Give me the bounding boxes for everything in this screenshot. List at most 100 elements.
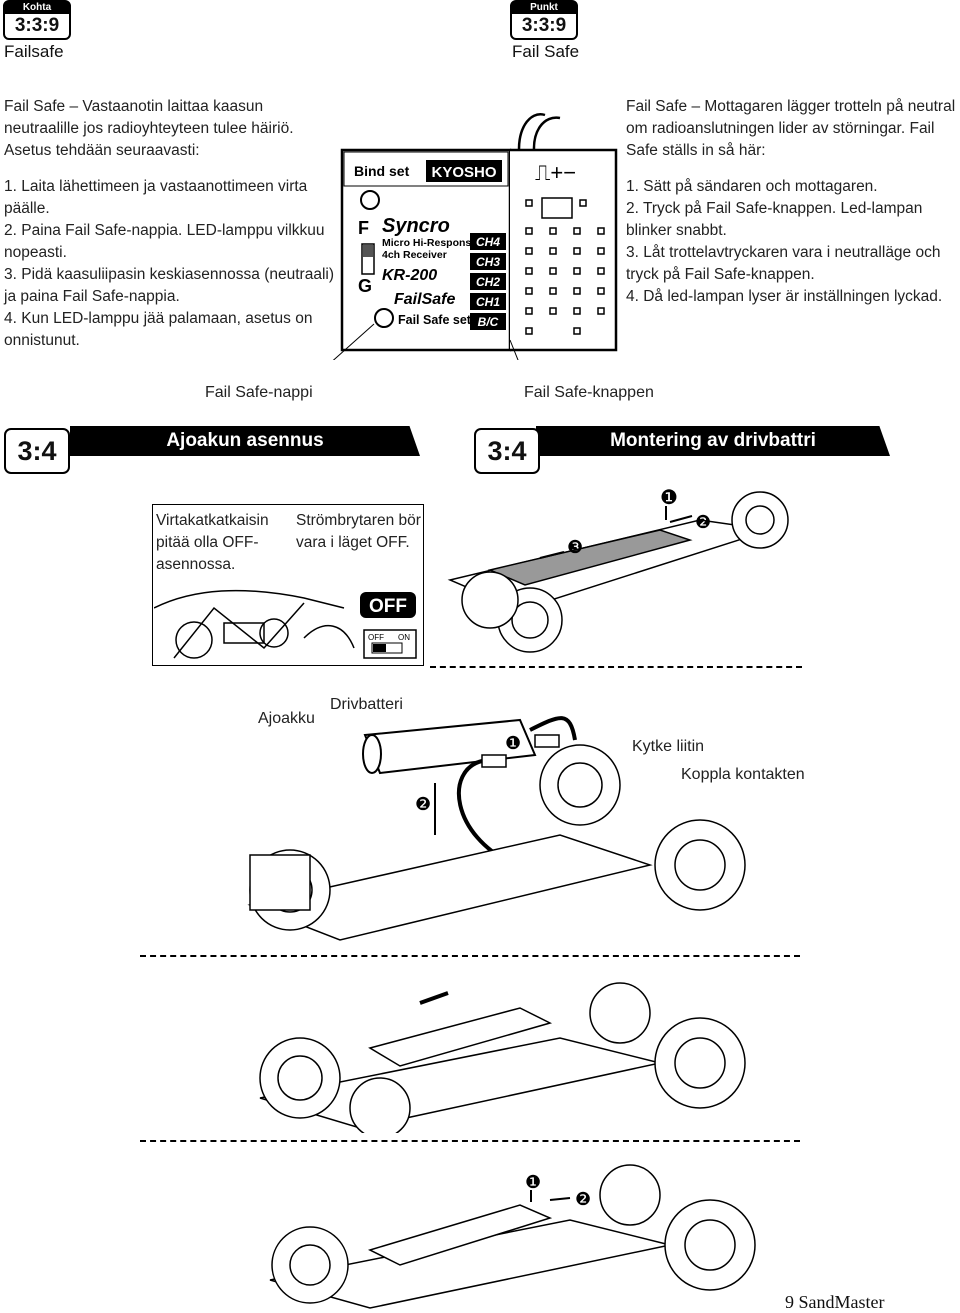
- slide-arrow-icon: [419, 991, 449, 1005]
- text-line: tryck på Fail Safe-knappen.: [626, 266, 815, 283]
- text-line: Fail Safe – Vastaanotin laittaa kaasun: [4, 98, 264, 115]
- off-callout-bubble: OFF: [360, 592, 416, 618]
- text-line: 3. Låt trottelavtryckaren vara i neutral…: [626, 244, 941, 261]
- on-label-small: ON: [398, 633, 410, 642]
- label-koppla-kontakten: Koppla kontakten: [681, 766, 805, 783]
- model-name: KR-200: [382, 267, 437, 284]
- channel-label: CH1: [476, 295, 500, 309]
- failsafe-logo: FailSafe: [394, 291, 455, 308]
- left-title: Failsafe: [4, 42, 64, 61]
- switch-icon: OFF ON: [363, 629, 417, 659]
- off-label-large: OFF: [369, 596, 407, 617]
- text-line: pitää olla OFF-: [156, 534, 259, 551]
- text-line: 2. Paina Fail Safe-nappia. LED-lamppu vi…: [4, 222, 325, 239]
- failsafe-button-icon: [374, 308, 394, 328]
- callout-failsafe-knappen: Fail Safe-knappen: [524, 384, 654, 401]
- channel-label: CH2: [476, 275, 500, 289]
- step-marker-2: ❷: [575, 1189, 591, 1209]
- esc-connector-icon: [481, 754, 507, 768]
- cover-lock-illustration: ❶ ❷: [269, 1164, 756, 1309]
- g-label: G: [358, 276, 372, 296]
- text-line: Asetus tehdään seuraavasti:: [4, 142, 200, 159]
- bind-set-label: Bind set: [354, 163, 410, 179]
- channel-labels: CH4 CH3 CH2 CH1 B/C: [470, 233, 506, 330]
- text-line: neutraalille jos radioyhteyteen tulee hä…: [4, 120, 294, 137]
- label-kytke-liitin: Kytke liitin: [632, 738, 705, 755]
- cover-slide-illustration: [259, 982, 746, 1133]
- pin-polarity-signs: ⎍+−: [535, 160, 576, 185]
- text-line: 4. Kun LED-lamppu jää palamaan, asetus o…: [4, 310, 313, 327]
- text-line: 1. Laita lähettimeen ja vastaanottimeen …: [4, 178, 308, 195]
- step-marker-1: ❶: [660, 487, 678, 509]
- section-tag-right: Punkt 3:3:9: [510, 0, 578, 40]
- label-drivbatteri: Drivbatteri: [330, 696, 403, 713]
- dashed-separator: [430, 666, 802, 668]
- text-line: blinker snabbt.: [626, 222, 727, 239]
- text-line: Safe ställs in så här:: [626, 142, 766, 159]
- switch-note-finnish: Virtakatkatkaisin pitää olla OFF- asenno…: [156, 510, 269, 576]
- section-number-left: 3:4: [4, 428, 70, 474]
- step-marker-1: ❶: [505, 733, 521, 753]
- step-marker-2: ❷: [415, 794, 431, 814]
- callout-line-left: [332, 323, 375, 360]
- callout-line-right: [509, 339, 519, 360]
- swedish-instructions: Fail Safe – Mottagaren lägger trotteln p…: [626, 96, 958, 308]
- text-line: 4. Då led-lampan lyser är inställningen …: [626, 288, 943, 305]
- text-line: 2. Tryck på Fail Safe-knappen. Led-lampa…: [626, 200, 923, 217]
- channel-label: CH3: [476, 255, 500, 269]
- tag-label: Punkt: [512, 2, 576, 14]
- model-line1: Micro Hi-Response: [382, 237, 477, 249]
- spacer: [626, 162, 958, 176]
- channel-label: CH4: [476, 235, 500, 249]
- tag-number: 3:3:9: [14, 15, 60, 36]
- battery-lead: [529, 716, 577, 741]
- switch-note-swedish: Strömbrytaren bör vara i läget OFF.: [296, 510, 421, 554]
- spacer: [4, 162, 334, 176]
- bind-button-icon: [360, 190, 380, 210]
- finnish-instructions: Fail Safe – Vastaanotin laittaa kaasun n…: [4, 96, 334, 352]
- page-footer: 9 SandMaster: [785, 1292, 885, 1312]
- failsafe-set-label: Fail Safe set: [398, 313, 472, 327]
- label-ajoakku: Ajoakku: [258, 710, 315, 727]
- callout-failsafe-nappi: Fail Safe-nappi: [205, 384, 313, 401]
- section-bar-left: Ajoakun asennus: [70, 426, 420, 456]
- text-line: om radioanslutningen lider av störningar…: [626, 120, 935, 137]
- battery-connector-icon: [534, 734, 560, 748]
- dashed-separator: [140, 955, 800, 957]
- brand-logo: KYOSHO: [431, 164, 496, 181]
- text-line: päälle.: [4, 200, 50, 217]
- syncro-logo: Syncro: [382, 215, 450, 237]
- text-line: Strömbrytaren bör: [296, 512, 421, 529]
- text-line: ja paina Fail Safe-nappia.: [4, 288, 180, 305]
- text-line: Virtakatkatkaisin: [156, 512, 269, 529]
- step-marker-2: ❷: [695, 512, 711, 532]
- channel-label: B/C: [478, 315, 499, 329]
- dashed-separator: [140, 1140, 800, 1142]
- text-line: nopeasti.: [4, 244, 67, 261]
- text-line: onnistunut.: [4, 332, 80, 349]
- off-label-small: OFF: [368, 633, 384, 642]
- pin-grid: [525, 197, 605, 335]
- chassis-switch-illustration: OFF OFF ON: [154, 589, 417, 659]
- text-line: 3. Pidä kaasuliipasin keskiasennossa (ne…: [4, 266, 334, 283]
- f-label: F: [358, 218, 369, 238]
- brand-plate: [426, 160, 502, 182]
- text-line: asennossa.: [156, 556, 236, 573]
- section-number-right: 3:4: [474, 428, 540, 474]
- battery-install-illustration: ❶ ❷: [247, 716, 746, 941]
- receiver-illustration: Bind set KYOSHO Syncro F G Micro Hi-Resp…: [332, 113, 618, 360]
- receiver-pin-face: [510, 148, 618, 352]
- chassis-battery-cover-illustration: ❶ ❷ ❸: [447, 487, 789, 653]
- section-tag-left: Kohta 3:3:9: [3, 0, 71, 40]
- step-marker-1: ❶: [525, 1172, 541, 1192]
- text-line: Fail Safe – Mottagaren lägger trotteln p…: [626, 98, 956, 115]
- text-line: vara i läget OFF.: [296, 534, 410, 551]
- step-marker-3: ❸: [567, 537, 583, 557]
- right-title: Fail Safe: [512, 42, 580, 61]
- section-bar-right: Montering av drivbattri: [536, 426, 890, 456]
- tag-number: 3:3:9: [521, 15, 567, 36]
- text-line: 1. Sätt på sändaren och mottagaren.: [626, 178, 878, 195]
- tag-label: Kohta: [5, 2, 69, 14]
- model-line2: 4ch Receiver: [382, 249, 447, 261]
- fg-switch-knob: [363, 245, 373, 257]
